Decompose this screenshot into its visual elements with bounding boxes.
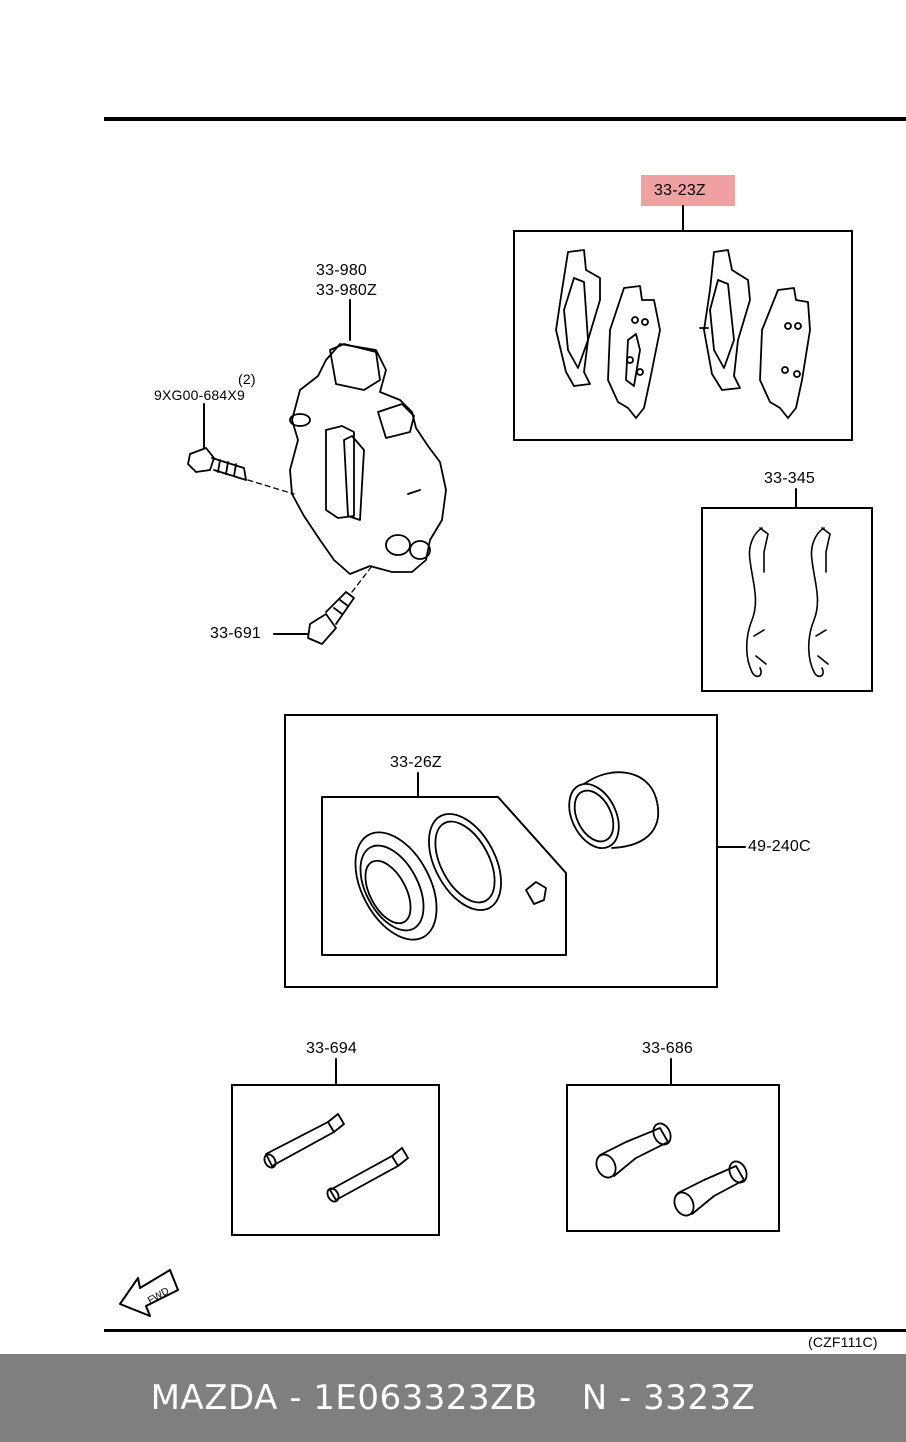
guide-pins — [263, 1113, 409, 1203]
brake-pad-set — [555, 249, 811, 419]
label-guide-pin-kit: 33-694 — [306, 1040, 358, 1057]
piston-frame — [284, 714, 718, 988]
highlight-box — [641, 175, 735, 206]
pad-clips — [745, 527, 831, 678]
label-clip-kit: 33-345 — [764, 470, 816, 487]
label-caliper-1: 33-980 — [316, 262, 368, 279]
piston-seal-set — [354, 771, 660, 941]
guide-pin-frame — [231, 1084, 440, 1236]
footer-short-number: N - 3323Z — [581, 1378, 756, 1418]
top-rule — [104, 117, 906, 121]
bottom-rule — [104, 1329, 906, 1332]
label-bolt: 9XG00-684X9 — [154, 387, 245, 403]
boot-frame — [566, 1084, 780, 1232]
clip-frame — [701, 507, 873, 692]
caliper-body — [289, 343, 447, 575]
label-seal-kit: 33-26Z — [390, 754, 442, 771]
fwd-arrow-icon — [119, 1269, 179, 1317]
label-bolt-qty: (2) — [238, 371, 256, 387]
bolt-axis — [247, 479, 295, 495]
label-bleeder: 33-691 — [210, 625, 262, 642]
fwd-text: FWD — [146, 1286, 171, 1307]
footer-separator: - — [277, 1378, 314, 1418]
label-caliper-2: 33-980Z — [316, 282, 377, 299]
bleeder-screw — [307, 591, 355, 645]
footer-part-number: 1E063323ZB — [313, 1378, 538, 1418]
seal-kit-outline — [321, 796, 567, 956]
footer-brand: MAZDA — [150, 1378, 278, 1418]
label-piston-kit: 49-240C — [748, 838, 811, 855]
mounting-bolt — [187, 447, 247, 481]
bleeder-axis — [351, 565, 373, 593]
label-brake-pad-kit: 33-23Z — [654, 182, 706, 199]
footer-bar: MAZDA - 1E063323ZB N - 3323Z — [0, 1354, 906, 1442]
dust-boots — [595, 1122, 748, 1217]
label-boot-kit: 33-686 — [642, 1040, 694, 1057]
figure-code: (CZF111C) — [808, 1334, 878, 1350]
